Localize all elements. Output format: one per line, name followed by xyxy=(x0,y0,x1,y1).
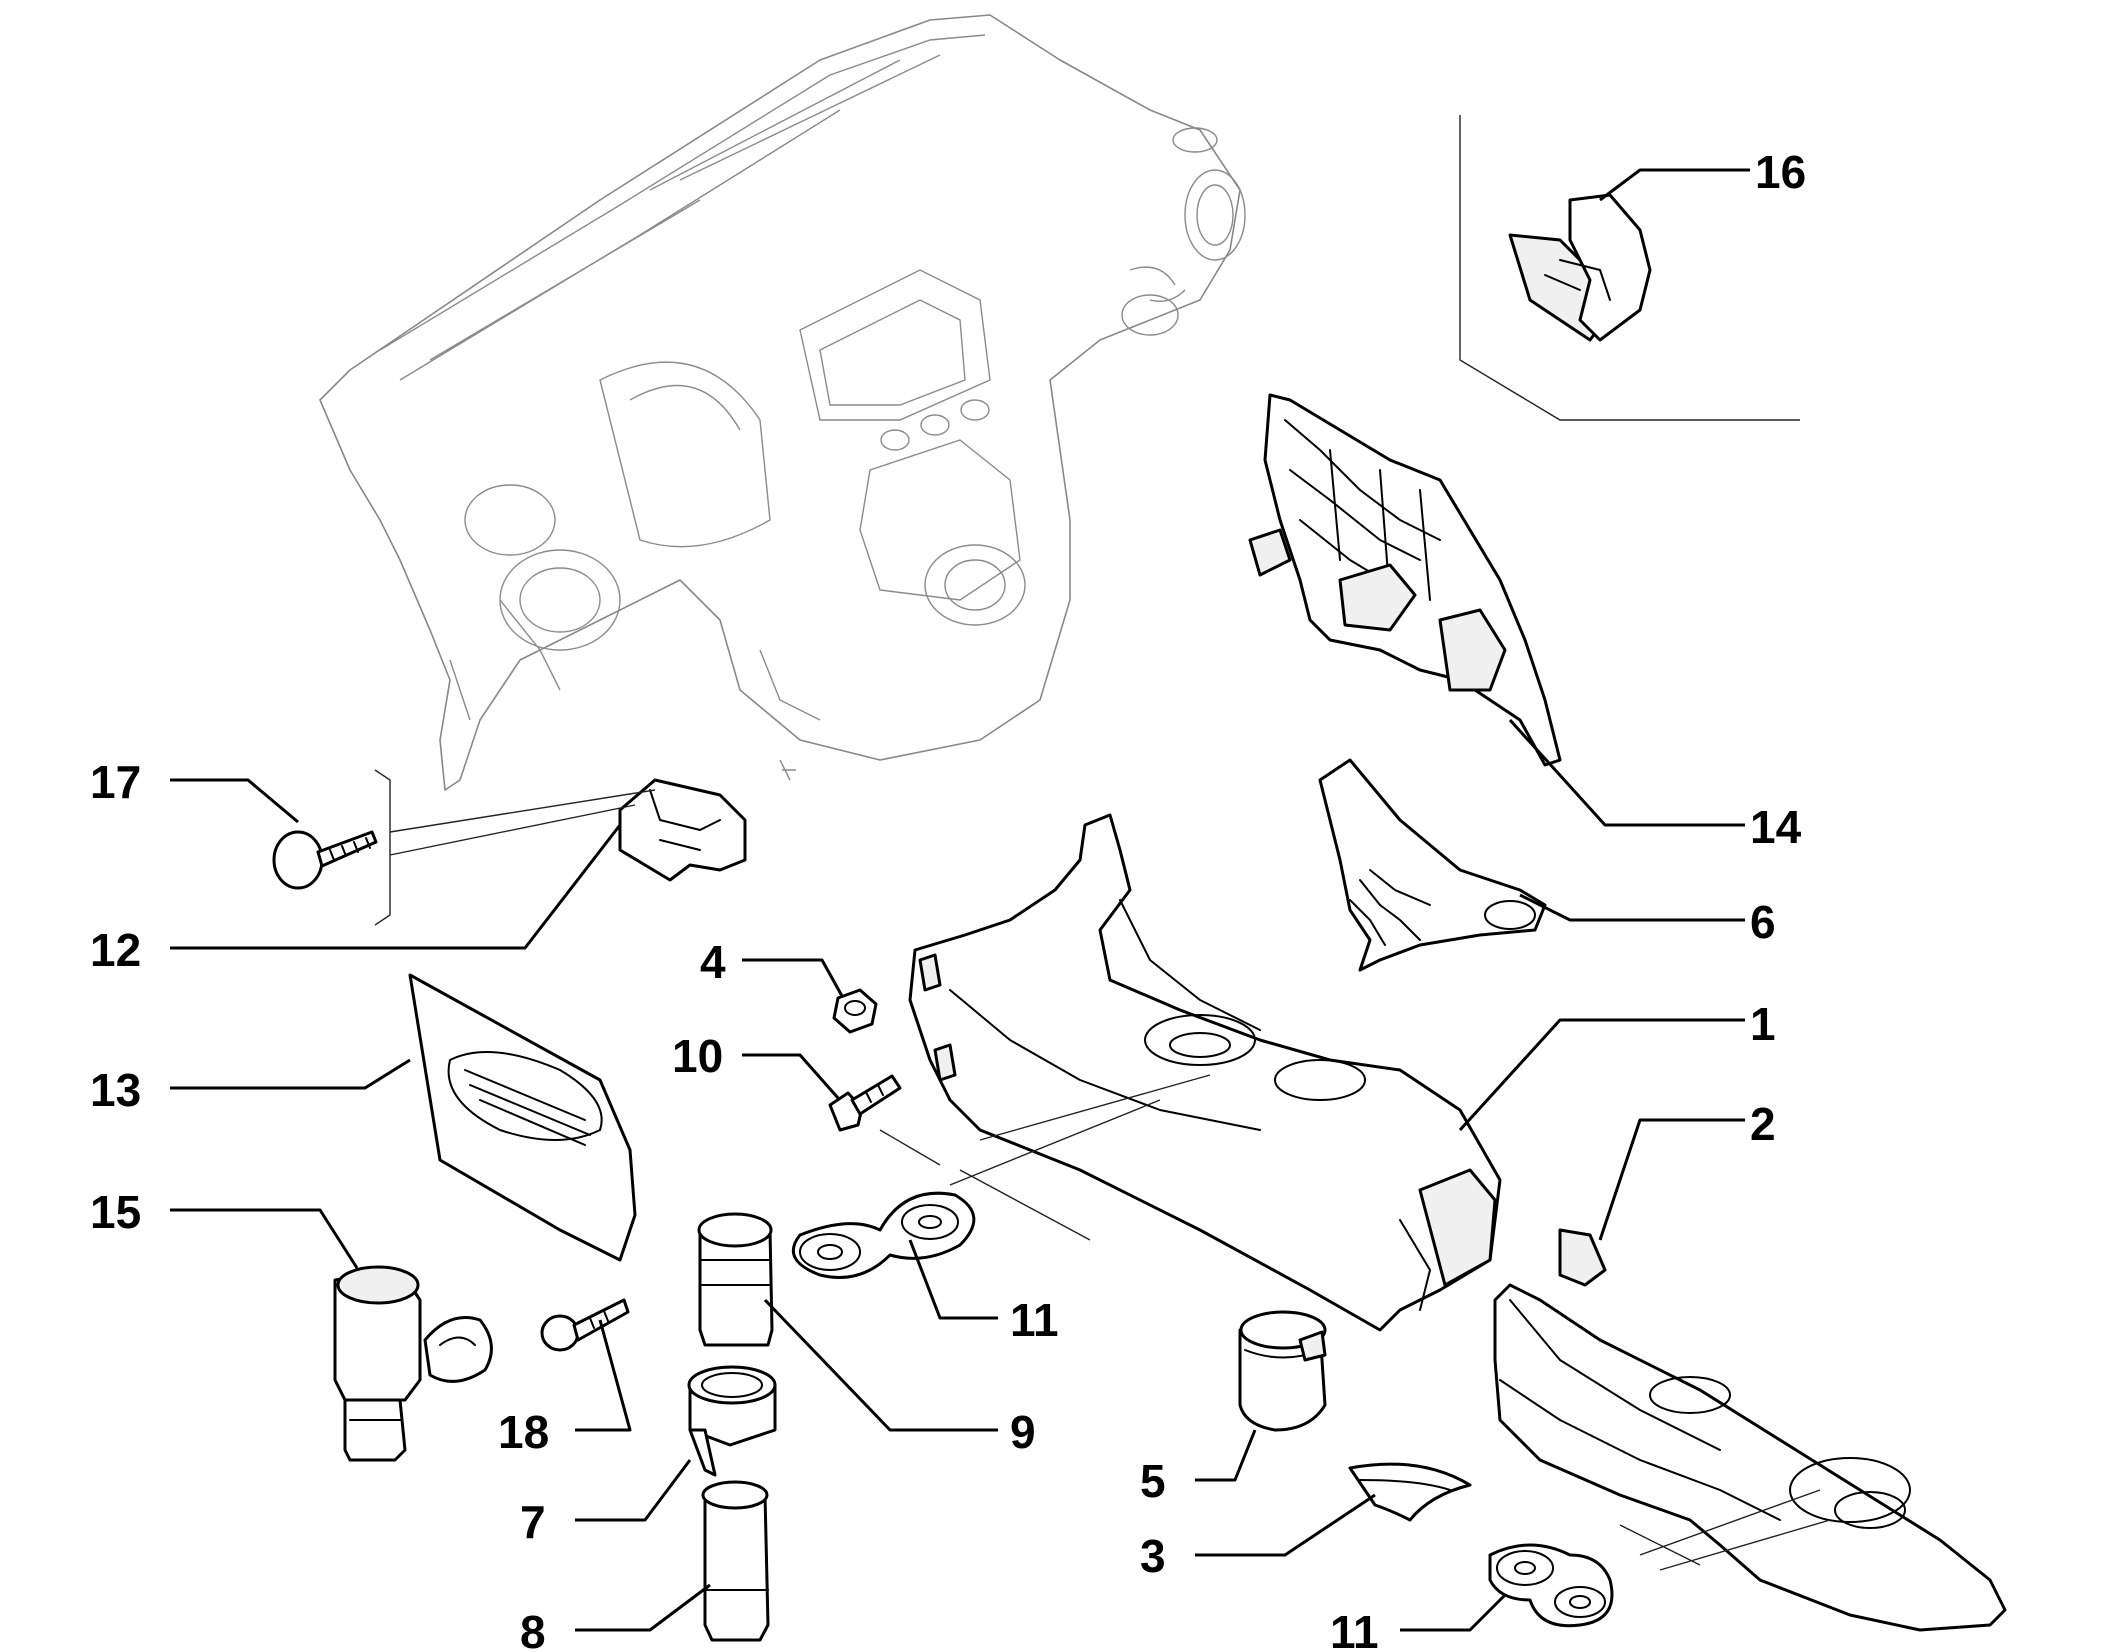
callout-labels: 1 2 3 4 5 6 7 8 9 10 11 11 12 13 14 15 1… xyxy=(90,146,1806,1652)
callout-17: 17 xyxy=(90,756,141,808)
callout-7: 7 xyxy=(520,1496,546,1548)
part-15-power-socket xyxy=(333,1265,493,1462)
callout-11-upper: 11 xyxy=(1010,1294,1059,1346)
part-6-gear-lever-boot xyxy=(1318,758,1547,972)
part-8-tube xyxy=(701,1480,770,1642)
part-14-side-trim-panel xyxy=(1248,393,1562,767)
callout-4: 4 xyxy=(700,936,726,988)
part-2-rear-console xyxy=(1493,1228,2007,1632)
part-4-nut xyxy=(832,988,878,1034)
callout-9: 9 xyxy=(1010,1406,1036,1458)
callout-6: 6 xyxy=(1750,896,1776,948)
callout-10: 10 xyxy=(672,1030,723,1082)
part-7-ring xyxy=(687,1365,777,1477)
assembly-reference-lines xyxy=(879,1074,1831,1571)
callout-5: 5 xyxy=(1140,1455,1166,1507)
part-1-center-console xyxy=(908,813,1502,1332)
callout-11-lower: 11 xyxy=(1330,1606,1379,1652)
callout-18: 18 xyxy=(498,1406,549,1458)
part-18-screw xyxy=(540,1298,630,1352)
callout-15: 15 xyxy=(90,1186,141,1238)
part-9-cup-insert xyxy=(697,1212,774,1347)
callout-14: 14 xyxy=(1750,801,1802,853)
callout-16: 16 xyxy=(1755,146,1806,198)
part-11-mat-lower xyxy=(1488,1543,1614,1628)
part-16-retaining-clip xyxy=(1459,115,1800,421)
callout-13: 13 xyxy=(90,1064,141,1116)
dashboard-assembly xyxy=(319,14,1246,791)
callout-2: 2 xyxy=(1750,1098,1776,1150)
part-5-ashtray xyxy=(1238,1310,1327,1432)
leader-lines xyxy=(170,168,1750,1632)
callout-12: 12 xyxy=(90,924,141,976)
part-12-bracket xyxy=(272,769,747,926)
callout-8: 8 xyxy=(520,1606,546,1652)
part-17-screw xyxy=(272,830,378,890)
part-3-cover xyxy=(1348,1462,1472,1522)
part-13-vent-panel xyxy=(408,973,637,1262)
part-11-mat-upper xyxy=(791,1191,976,1279)
callout-3: 3 xyxy=(1140,1530,1166,1582)
part-10-bolt xyxy=(828,1074,902,1132)
callout-1: 1 xyxy=(1750,998,1776,1050)
